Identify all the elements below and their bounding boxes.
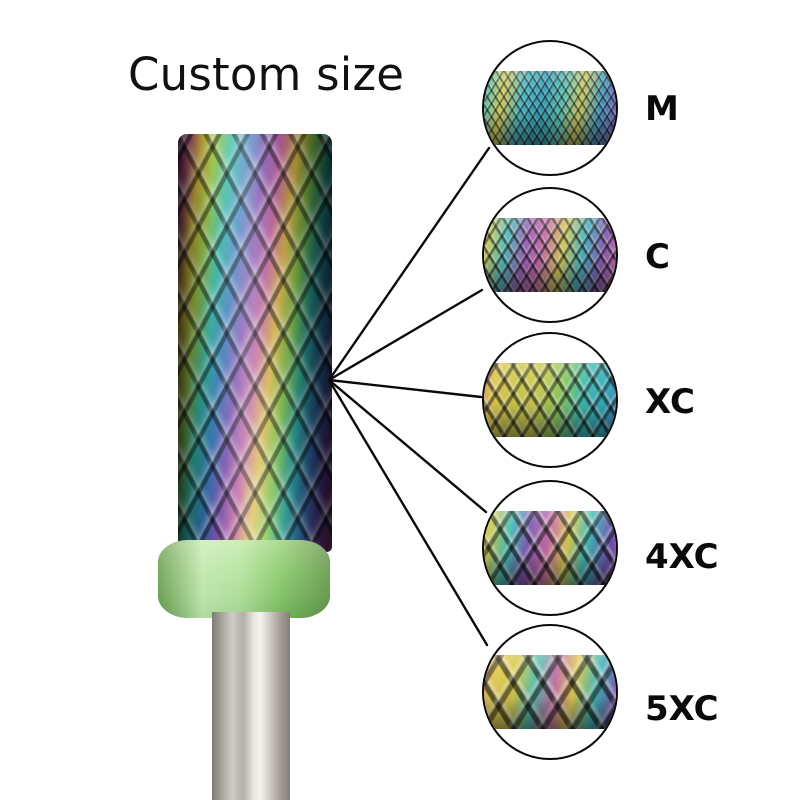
leader-line-m <box>327 146 491 382</box>
grit-shading-c <box>484 218 616 292</box>
grit-shading-4xc <box>484 511 616 585</box>
leader-line-5xc <box>327 378 489 647</box>
callout-circle-c[interactable] <box>482 187 618 323</box>
grit-texture-4xc <box>484 511 616 585</box>
leader-line-4xc <box>327 378 488 514</box>
callout-label-4xc: 4XC <box>645 537 719 577</box>
callout-circle-4xc[interactable] <box>482 480 618 616</box>
callout-disc-xc <box>482 332 618 468</box>
grit-texture-c <box>484 218 616 292</box>
callout-label-5xc: 5XC <box>645 689 719 729</box>
grit-texture-xc <box>484 363 616 437</box>
callout-disc-c <box>482 187 618 323</box>
grit-shading-m <box>484 71 616 145</box>
grit-texture-m <box>484 71 616 145</box>
callout-disc-5xc <box>482 624 618 760</box>
leader-line-xc <box>327 378 483 399</box>
callout-label-xc: XC <box>645 382 695 422</box>
grit-shading-xc <box>484 363 616 437</box>
callout-disc-m <box>482 40 618 176</box>
callout-circle-xc[interactable] <box>482 332 618 468</box>
callout-circle-5xc[interactable] <box>482 624 618 760</box>
callout-circle-m[interactable] <box>482 40 618 176</box>
callout-label-c: C <box>645 237 670 277</box>
page-title: Custom size <box>128 48 405 101</box>
grit-texture-5xc <box>484 655 616 729</box>
callout-label-m: M <box>645 89 679 129</box>
grit-shading-5xc <box>484 655 616 729</box>
callout-disc-4xc <box>482 480 618 616</box>
leader-line-c <box>327 288 484 382</box>
